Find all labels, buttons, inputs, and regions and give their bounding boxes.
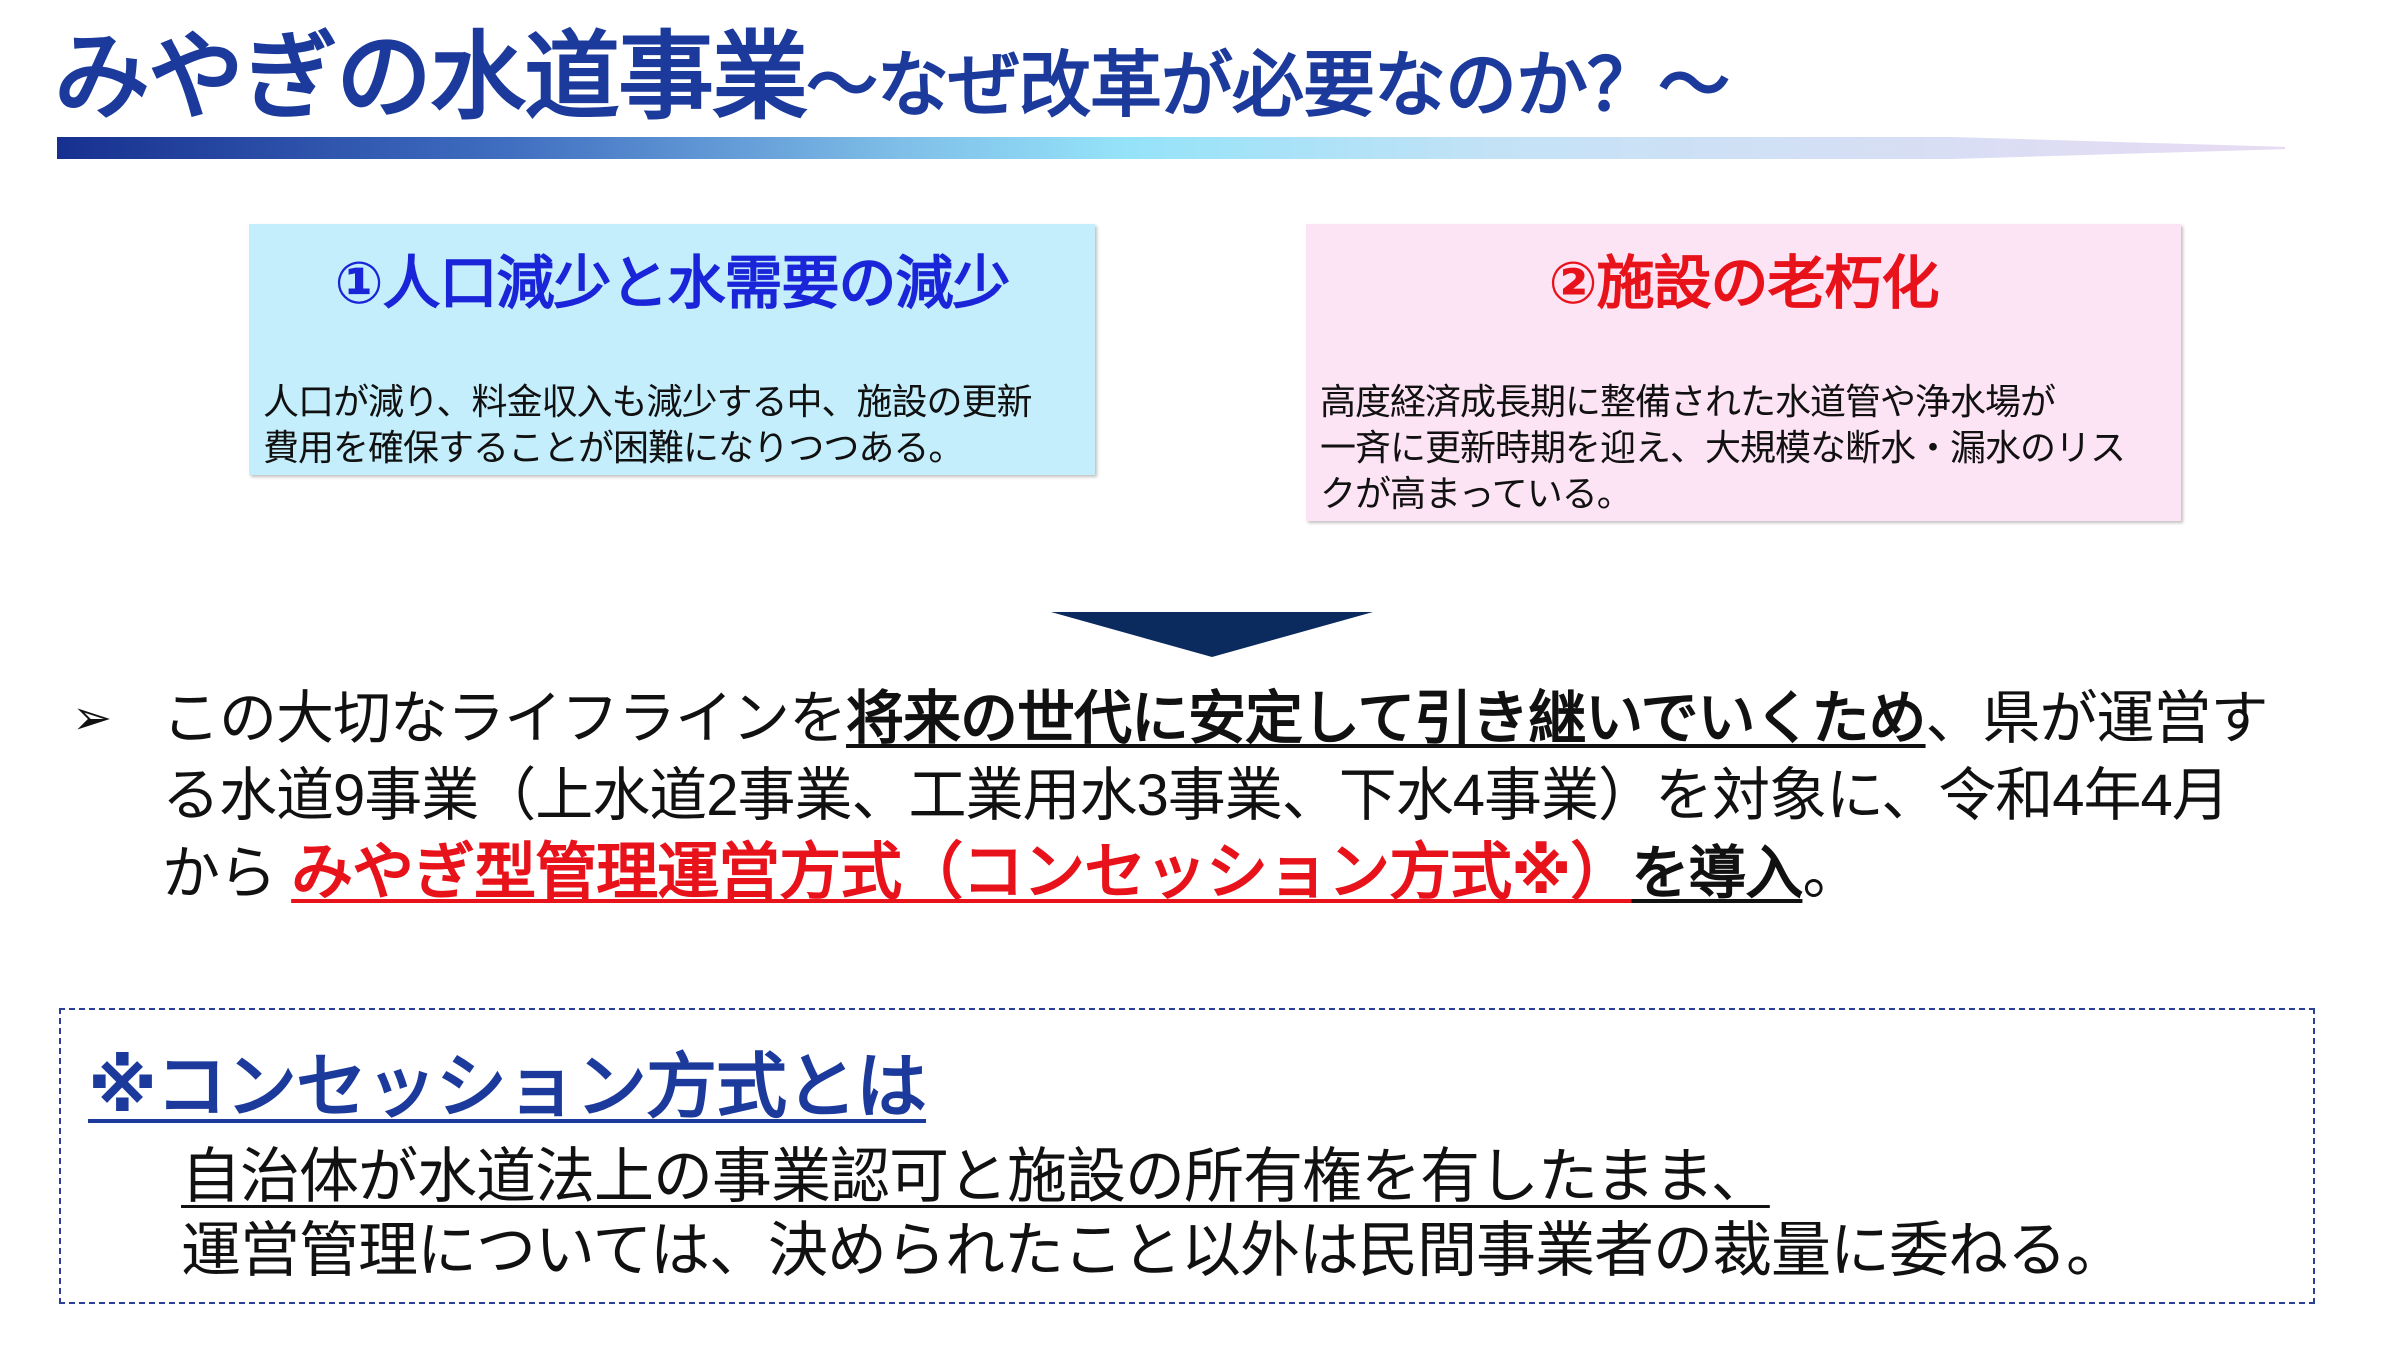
card-heading: ②施設の老朽化: [1548, 251, 1939, 316]
card-population-decline: ①人口減少と水需要の減少 人口が減り、料金収入も減少する中、施設の更新 費用を確…: [249, 224, 1095, 475]
text: から: [162, 841, 277, 906]
text: る水道9事業（上水道2事業、工業用水3事業、下水4事業）を対象に、令和4年4月: [162, 763, 2230, 828]
card-line: 高度経済成長期に整備された水道管や浄水場が: [1320, 381, 2056, 422]
bullet-arrow-icon: ➢: [72, 692, 113, 745]
title-main: みやぎの水道事業: [54, 24, 808, 131]
down-arrow-icon: [1051, 612, 1373, 657]
card-body: 高度経済成長期に整備された水道管や浄水場が 一斉に更新時期を迎え、大規模な断水・…: [1320, 379, 2126, 517]
card-line: 一斉に更新時期を迎え、大規模な断水・漏水のリス: [1320, 427, 2126, 468]
title-underline-bar: [57, 137, 2285, 159]
card-line: クが高まっている。: [1320, 473, 1633, 514]
card-line: 人口が減り、料金収入も減少する中、施設の更新: [263, 381, 1033, 422]
text: 、県が運営す: [1925, 686, 2269, 751]
definition-heading: ※コンセッション方式とは: [88, 1048, 927, 1127]
summary-paragraph: この大切なライフラインを将来の世代に安定して引き継いでいくため、県が運営す る水…: [162, 680, 2269, 912]
definition-line-1: 自治体が水道法上の事業認可と施設の所有権を有したまま、: [181, 1143, 1771, 1210]
text: 。: [1802, 841, 1860, 906]
card-aging-facilities: ②施設の老朽化 高度経済成長期に整備された水道管や浄水場が 一斉に更新時期を迎え…: [1306, 224, 2181, 521]
card-body: 人口が減り、料金収入も減少する中、施設の更新 費用を確保することが困難になりつつ…: [263, 379, 1033, 471]
definition-box: [59, 1008, 2315, 1304]
definition-line-2: 運営管理については、決められたこと以外は民間事業者の裁量に委ねる。: [181, 1217, 2126, 1284]
highlight-text: みやぎ型管理運営方式（コンセッション方式※）: [291, 838, 1632, 907]
card-line: 費用を確保することが困難になりつつある。: [263, 427, 964, 468]
card-heading: ①人口減少と水需要の減少: [334, 251, 1010, 316]
text: この大切なライフラインを: [162, 686, 847, 751]
title-sub: ～なぜ改革が必要なのか？～: [806, 46, 1730, 126]
emphasis-text: 将来の世代に安定して引き継いでいくため: [846, 686, 1927, 751]
emphasis-text: を導入: [1631, 841, 1803, 906]
page-title: みやぎの水道事業～なぜ改革が必要なのか？～: [54, 18, 1730, 166]
